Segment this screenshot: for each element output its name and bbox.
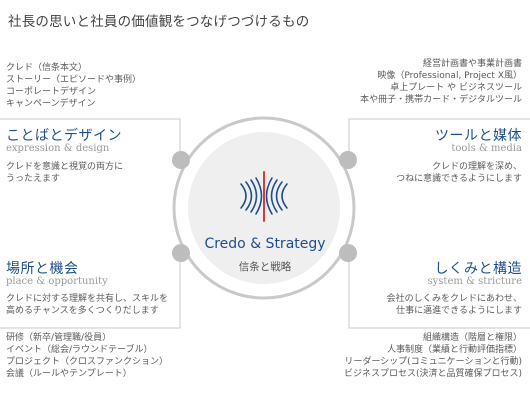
list-item: 会議（ルールやテンプレート） bbox=[6, 369, 132, 379]
credo-logo-icon bbox=[240, 171, 288, 222]
list-item: クレド（信条本文） bbox=[6, 63, 88, 73]
node-dot-top-left bbox=[172, 151, 190, 169]
list-item: 映像（Professional, Project X風） bbox=[377, 71, 522, 81]
bottom-left-items: 研修（新卒/管理職/役員） イベント（総会/ラウンドテーブル） プロジェクト（ク… bbox=[6, 332, 168, 380]
bottom-left-description: クレドに対する理解を共有し、スキルを 高めるチャンスを多くつくりだします bbox=[6, 294, 169, 316]
list-item: ストーリー（エピソードや事例） bbox=[6, 75, 142, 85]
node-dot-top-right bbox=[339, 151, 357, 169]
bottom-right-heading: しくみと構造 bbox=[434, 261, 522, 277]
list-item: コーポレートデザイン bbox=[6, 87, 97, 97]
outer-ring bbox=[172, 116, 356, 300]
top-left-heading: ことばとデザイン bbox=[6, 128, 122, 144]
list-item: 研修（新卒/管理職/役員） bbox=[6, 333, 112, 343]
connector-bottom-left bbox=[0, 253, 181, 329]
top-right-heading: ツールと媒体 bbox=[435, 128, 522, 144]
connector-bottom-right bbox=[348, 253, 530, 329]
list-item: 本や冊子・携帯カード・デジタルツール bbox=[360, 95, 522, 105]
list-item: イベント（総会/ラウンドテーブル） bbox=[6, 345, 153, 355]
list-item: 経営計画書や事業計画書 bbox=[422, 59, 522, 69]
bottom-right-description: 会社のしくみをクレドにあわせ、 仕事に邁進できるようにします bbox=[386, 294, 522, 316]
center-subtitle: 信条と戦略 bbox=[238, 261, 292, 273]
bottom-right-items: 組織構造（階層と権限） 人事制度（業績と行動評価指標） リーダーシップ(コミュニ… bbox=[344, 332, 522, 380]
list-item: リーダーシップ(コミュニケーションと行動) bbox=[344, 357, 522, 367]
connector-top-right bbox=[348, 118, 530, 160]
center-title: Credo & Strategy bbox=[204, 236, 326, 252]
bottom-left-subheading: place & opportunity bbox=[6, 276, 108, 287]
list-item: 卓上プレート や ビジネスツール bbox=[390, 83, 522, 93]
node-dot-bottom-right bbox=[339, 244, 357, 262]
bottom-left-heading: 場所と機会 bbox=[6, 261, 79, 277]
list-item: 人事制度（業績と行動評価指標） bbox=[386, 345, 522, 355]
page-title: 社長の思いと社員の価値観をつなげつづけるもの bbox=[8, 14, 310, 30]
top-left-subheading: expression & design bbox=[6, 143, 110, 154]
list-item: 組織構造（階層と権限） bbox=[422, 333, 522, 343]
node-dot-bottom-left bbox=[172, 244, 190, 262]
list-item: プロジェクト（クロスファンクション） bbox=[6, 357, 169, 367]
top-left-items: クレド（信条本文） ストーリー（エピソードや事例） コーポレートデザイン キャン… bbox=[6, 62, 141, 110]
connector-top-left bbox=[0, 118, 181, 160]
bottom-right-subheading: system & stricture bbox=[427, 276, 522, 287]
list-item: キャンペーンデザイン bbox=[6, 99, 96, 109]
top-left-description: クレドを意識と視覚の両方に うったえます bbox=[6, 162, 124, 184]
list-item: ビジネスプロセス(決済と品質確保プロセス) bbox=[343, 369, 522, 379]
top-right-items: 経営計画書や事業計画書 映像（Professional, Project X風）… bbox=[360, 58, 522, 106]
top-right-subheading: tools & media bbox=[451, 143, 522, 154]
top-right-description: クレドの理解を深め、 つねに意識できるようにします bbox=[396, 162, 522, 184]
